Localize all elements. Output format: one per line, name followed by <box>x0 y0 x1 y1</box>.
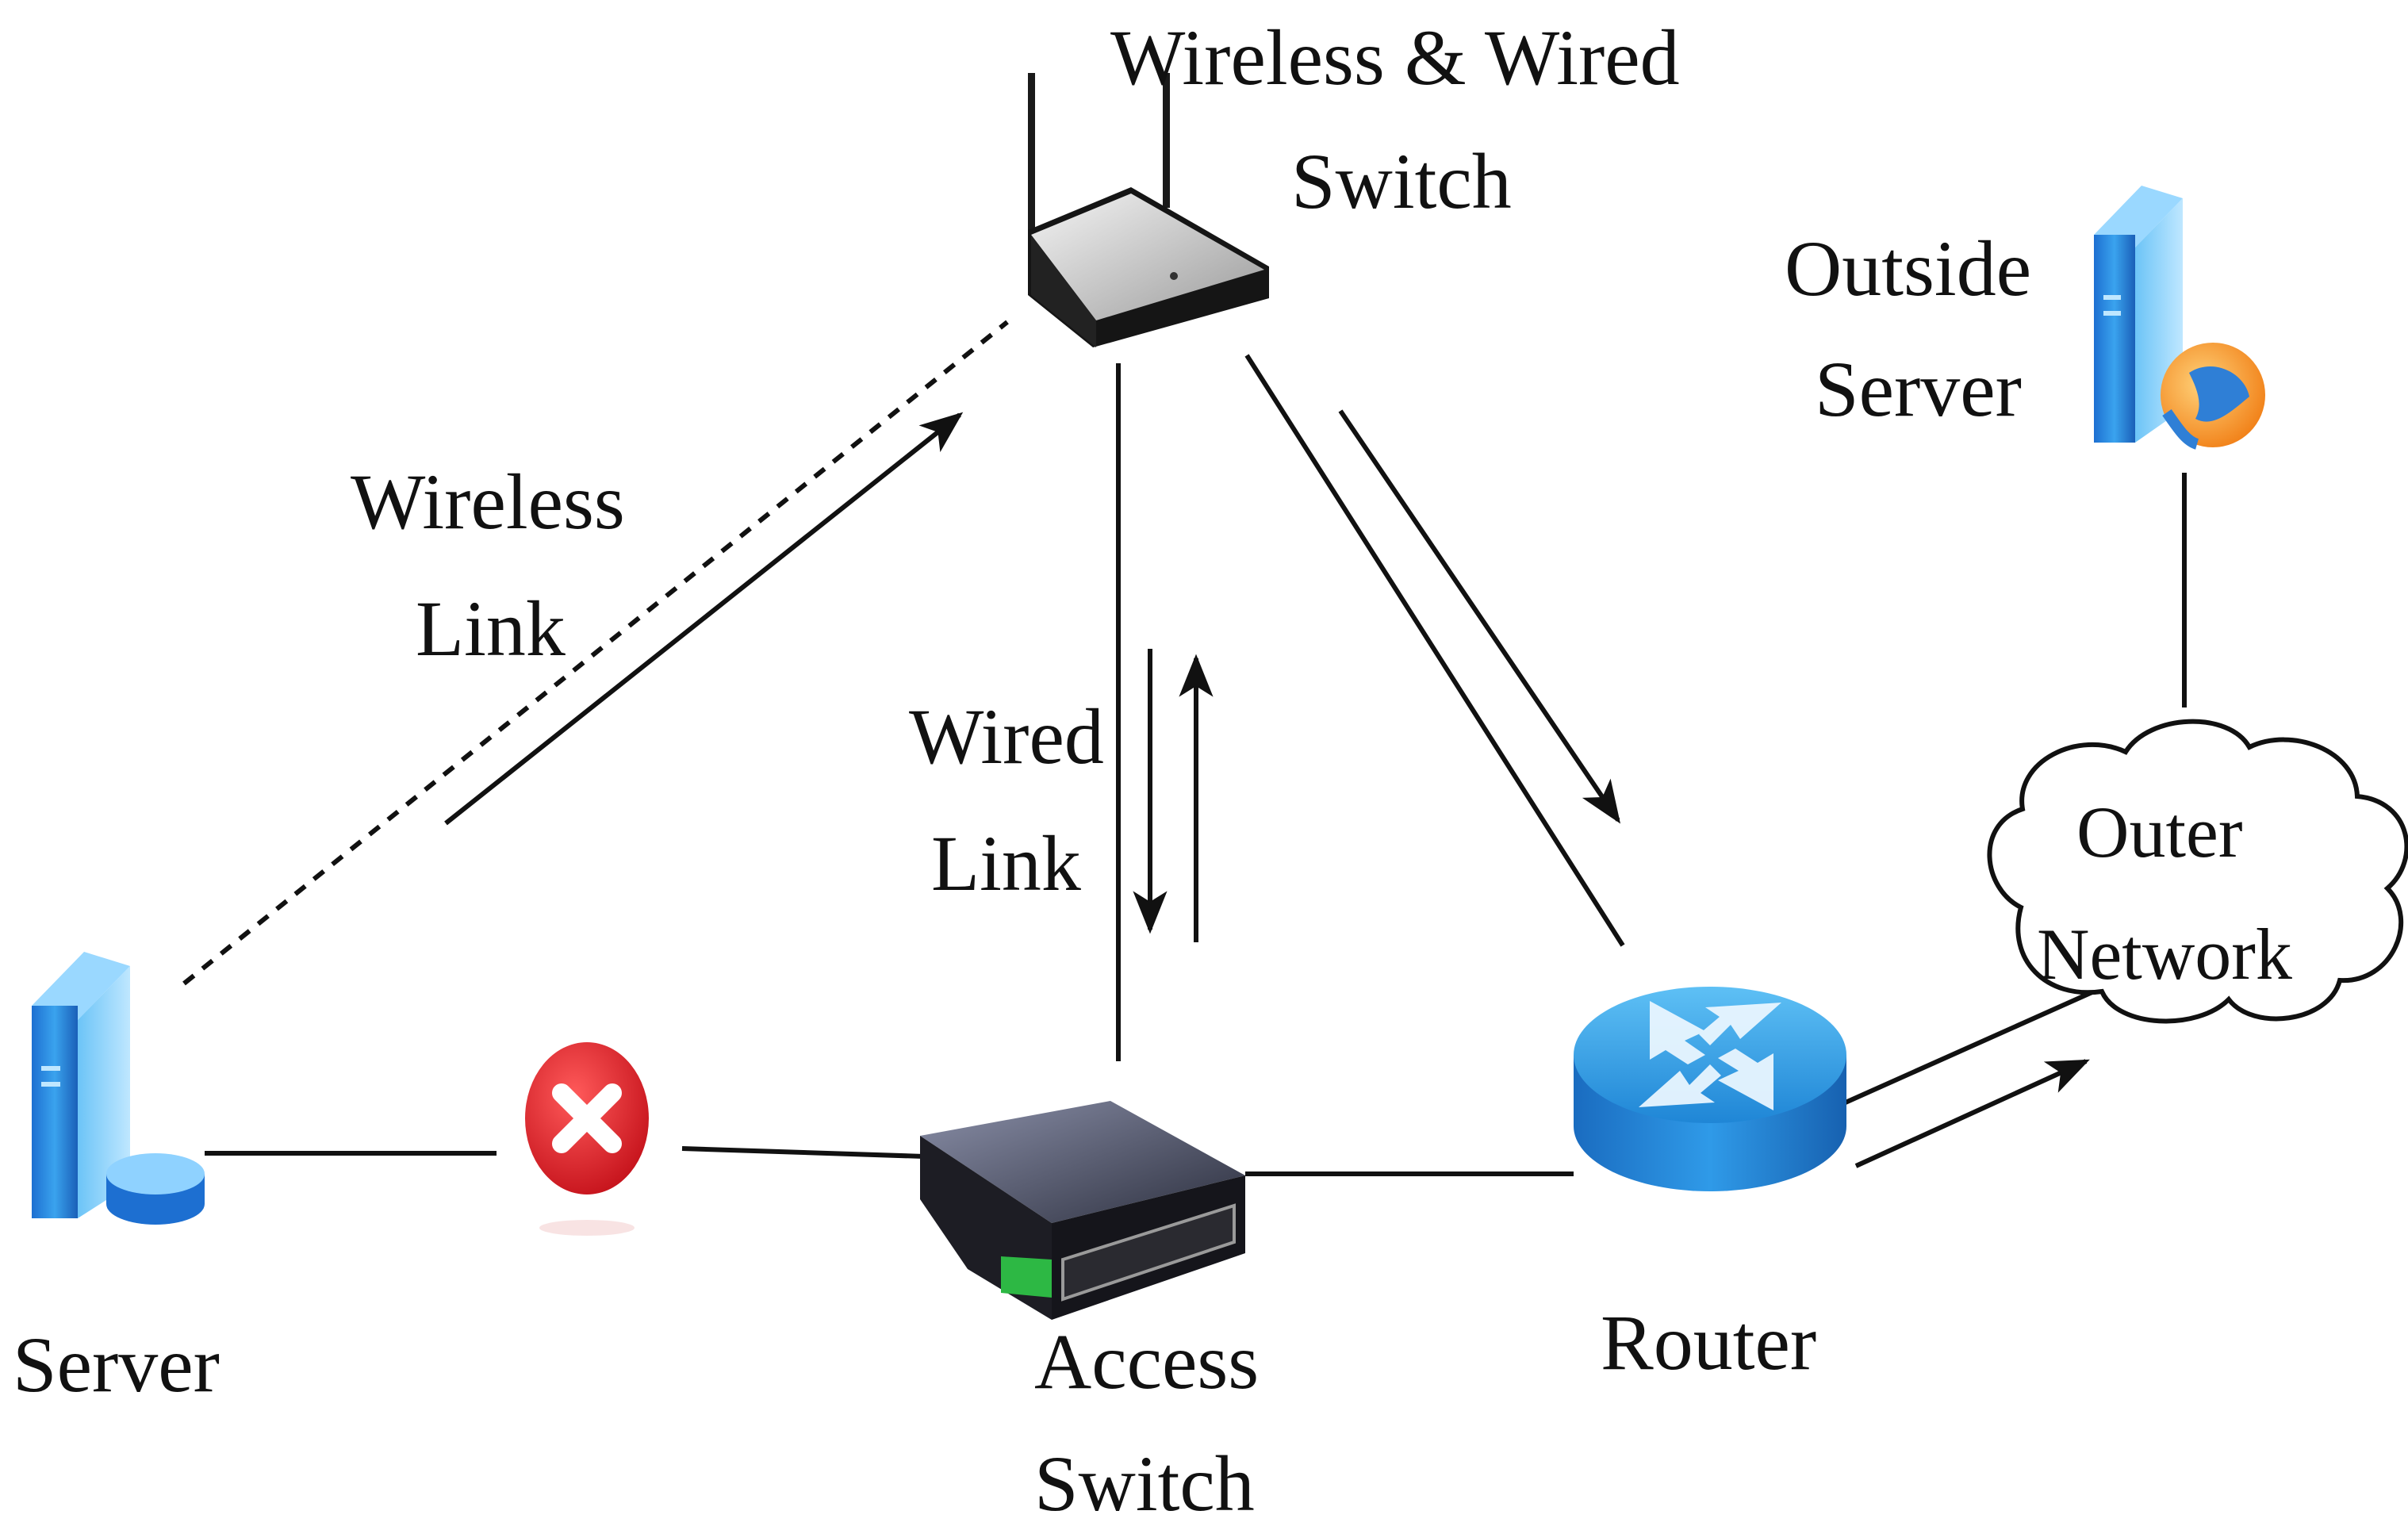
server-label: Server <box>13 1321 220 1409</box>
switch-to-router-arrow <box>1338 409 1621 824</box>
access-switch-icon <box>920 1101 1245 1320</box>
failure-to-access-switch-line <box>681 1146 925 1159</box>
access-switch-label-line1: Access <box>1034 1317 1259 1405</box>
server-icon <box>32 952 205 1225</box>
switch-to-router-line <box>1244 354 1625 947</box>
router-to-cloud-arrow <box>1854 1059 2090 1168</box>
labels: Wireless & Wired Switch Outside Server W… <box>13 13 2292 1528</box>
wireless-wired-switch-label-line2: Switch <box>1291 137 1512 225</box>
outside-server-label-line2: Server <box>1815 345 2022 433</box>
outside-server-icon <box>2094 186 2265 450</box>
wireless-link-label-line1: Wireless <box>351 458 625 546</box>
wireless-router-icon <box>1028 73 1269 347</box>
cloud-icon <box>1987 719 2408 1024</box>
wireless-link-line <box>182 320 1009 986</box>
error-x-icon <box>525 1042 649 1236</box>
router-icon <box>1574 987 1846 1191</box>
router-label: Router <box>1601 1298 1816 1386</box>
router-to-cloud-line <box>1808 989 2095 1121</box>
wireless-link-label-line2: Link <box>416 585 566 673</box>
wireless-link-arrow <box>444 412 964 826</box>
links <box>182 320 2187 1176</box>
wired-link-label-line2: Link <box>931 819 1081 907</box>
outside-server-label-line1: Outside <box>1785 224 2031 313</box>
outer-network-label-line2: Network <box>2037 914 2292 995</box>
wireless-wired-switch-label-line1: Wireless & Wired <box>1110 13 1680 102</box>
outer-network-label-line1: Outer <box>2076 792 2242 872</box>
access-switch-label-line2: Switch <box>1034 1440 1255 1528</box>
wired-link-label-line1: Wired <box>909 692 1104 780</box>
